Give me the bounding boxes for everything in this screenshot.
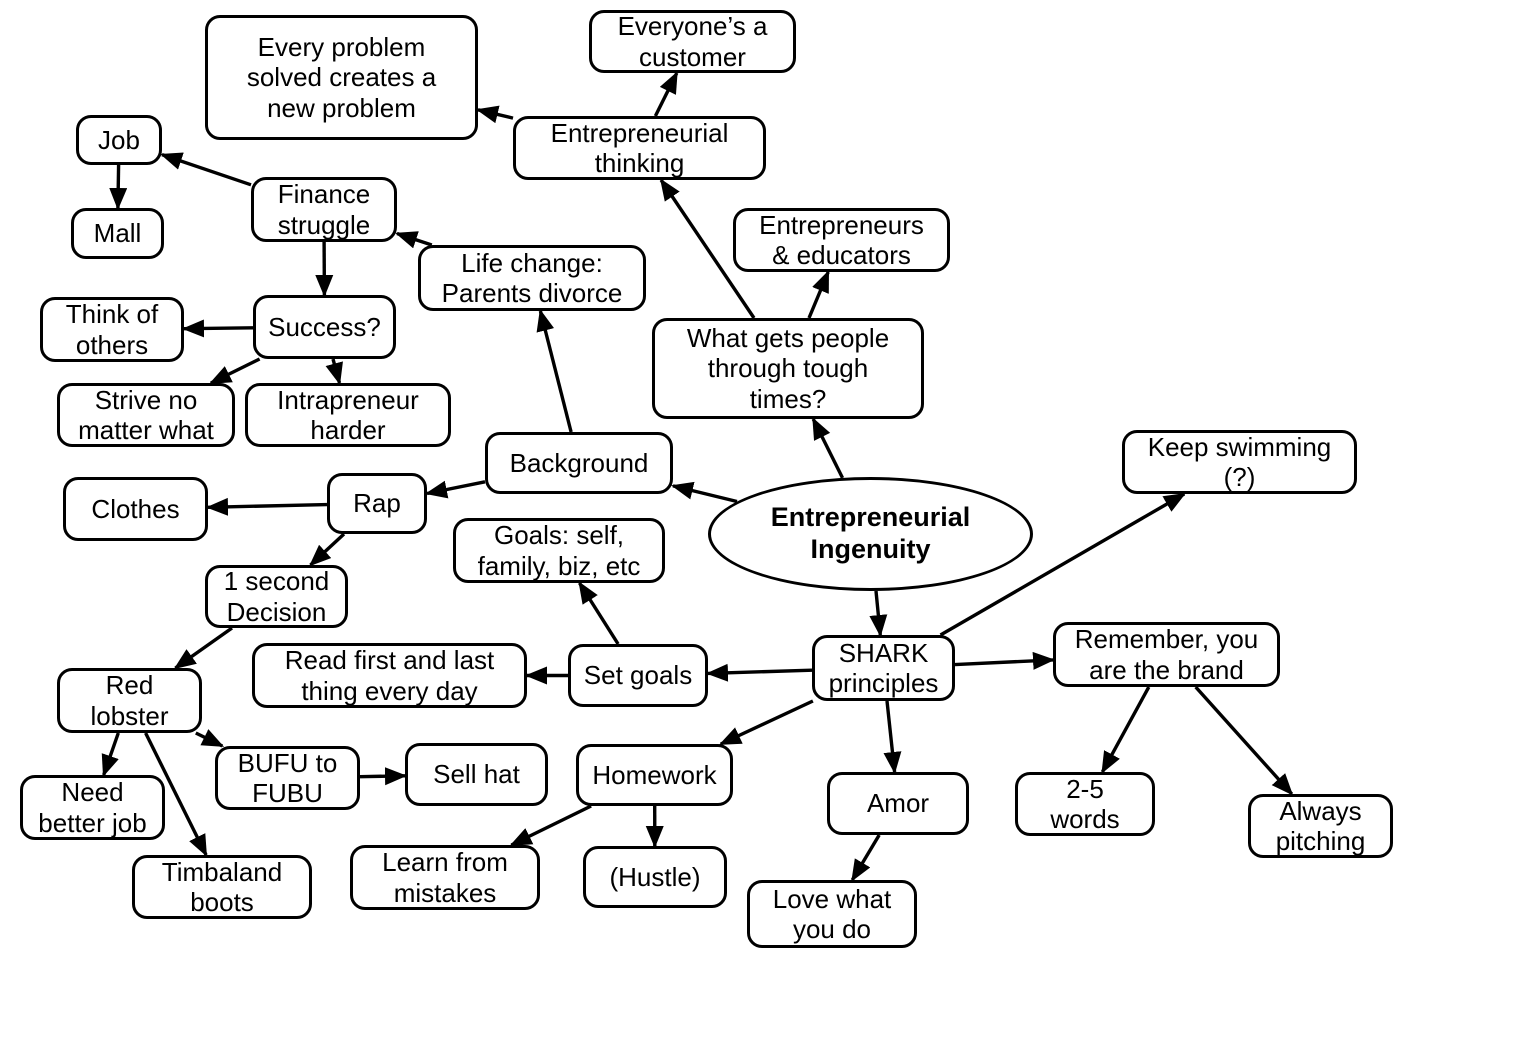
edge-remember-brand-to-two-five-words [1100, 686, 1151, 774]
node-bufu-fubu[interactable]: BUFU to FUBU [215, 746, 360, 810]
edge-homework-to-learn-from-mistakes [509, 804, 592, 847]
node-two-five-words[interactable]: 2-5 words [1015, 772, 1155, 836]
node-background[interactable]: Background [485, 432, 673, 494]
edge-job-to-mall [109, 164, 128, 210]
edge-background-to-rap [425, 480, 486, 499]
edge-rap-to-one-second-decision [309, 532, 346, 567]
node-read-first-last[interactable]: Read first and last thing every day [252, 643, 527, 708]
node-intrapreneur-harder[interactable]: Intrapreneur harder [245, 383, 451, 447]
edge-red-lobster-to-need-better-job [101, 732, 120, 777]
edge-entrepreneurial-ingenuity-to-shark-principles [869, 590, 888, 637]
node-goals-self[interactable]: Goals: self, family, biz, etc [453, 518, 665, 583]
edge-set-goals-to-goals-self [578, 581, 620, 645]
edge-shark-principles-to-amor [883, 700, 902, 774]
node-remember-brand[interactable]: Remember, you are the brand [1053, 622, 1280, 687]
node-strive-no-matter[interactable]: Strive no matter what [57, 383, 235, 447]
edge-red-lobster-to-timbaland-boots [144, 732, 208, 857]
node-every-problem[interactable]: Every problem solved creates a new probl… [205, 15, 478, 140]
node-entrepreneurial-ingenuity[interactable]: Entrepreneurial Ingenuity [708, 477, 1033, 591]
edge-one-second-decision-to-red-lobster [173, 626, 233, 670]
edge-red-lobster-to-bufu-fubu [195, 729, 225, 748]
node-red-lobster[interactable]: Red lobster [57, 668, 202, 733]
node-homework[interactable]: Homework [576, 744, 733, 806]
edge-what-gets-people-to-entrepreneurial-thinking [659, 178, 756, 319]
edge-background-to-life-change [536, 309, 573, 433]
edge-shark-principles-to-set-goals [706, 663, 813, 682]
edge-shark-principles-to-keep-swimming [939, 492, 1186, 637]
node-one-second-decision[interactable]: 1 second Decision [205, 565, 348, 628]
edge-shark-principles-to-remember-brand [954, 651, 1055, 670]
node-love-what-you-do[interactable]: Love what you do [747, 880, 917, 948]
edge-life-change-to-finance-struggle [395, 231, 433, 249]
node-everyones-customer[interactable]: Everyone’s a customer [589, 10, 796, 73]
node-entrepreneurial-thinking[interactable]: Entrepreneurial thinking [513, 116, 766, 180]
edge-entrepreneurial-thinking-to-everyones-customer [653, 71, 679, 117]
edge-rap-to-clothes [206, 497, 328, 516]
edge-what-gets-people-to-entrepreneurs-educators [807, 270, 830, 319]
node-entrepreneurs-educators[interactable]: Entrepreneurs & educators [733, 208, 950, 272]
node-what-gets-people[interactable]: What gets people through tough times? [652, 318, 924, 419]
edge-finance-struggle-to-job [160, 152, 252, 187]
node-always-pitching[interactable]: Always pitching [1248, 794, 1393, 858]
edge-shark-principles-to-homework [718, 699, 814, 746]
node-clothes[interactable]: Clothes [63, 477, 208, 541]
edge-entrepreneurial-ingenuity-to-background [671, 481, 738, 504]
node-job[interactable]: Job [76, 115, 162, 165]
node-rap[interactable]: Rap [327, 473, 427, 534]
node-sell-hat[interactable]: Sell hat [405, 743, 548, 806]
node-think-of-others[interactable]: Think of others [40, 297, 184, 362]
node-keep-swimming[interactable]: Keep swimming (?) [1122, 430, 1357, 494]
node-amor[interactable]: Amor [827, 772, 969, 835]
edge-bufu-fubu-to-sell-hat [359, 767, 407, 786]
node-hustle[interactable]: (Hustle) [583, 846, 727, 908]
edge-amor-to-love-what-you-do [850, 834, 881, 882]
edge-entrepreneurial-thinking-to-every-problem [476, 105, 514, 124]
edge-success-to-intrapreneur-harder [325, 358, 343, 385]
node-timbaland-boots[interactable]: Timbaland boots [132, 855, 312, 919]
edge-success-to-think-of-others [182, 319, 254, 338]
node-learn-from-mistakes[interactable]: Learn from mistakes [350, 845, 540, 910]
node-success[interactable]: Success? [253, 295, 396, 359]
node-need-better-job[interactable]: Need better job [20, 775, 165, 840]
edge-entrepreneurial-ingenuity-to-what-gets-people [811, 417, 845, 479]
edge-success-to-strive-no-matter [209, 357, 261, 385]
node-shark-principles[interactable]: SHARK principles [812, 635, 955, 701]
node-mall[interactable]: Mall [71, 208, 164, 259]
node-life-change[interactable]: Life change: Parents divorce [418, 245, 646, 311]
node-set-goals[interactable]: Set goals [568, 644, 708, 707]
node-finance-struggle[interactable]: Finance struggle [251, 177, 397, 242]
edge-remember-brand-to-always-pitching [1194, 685, 1294, 796]
